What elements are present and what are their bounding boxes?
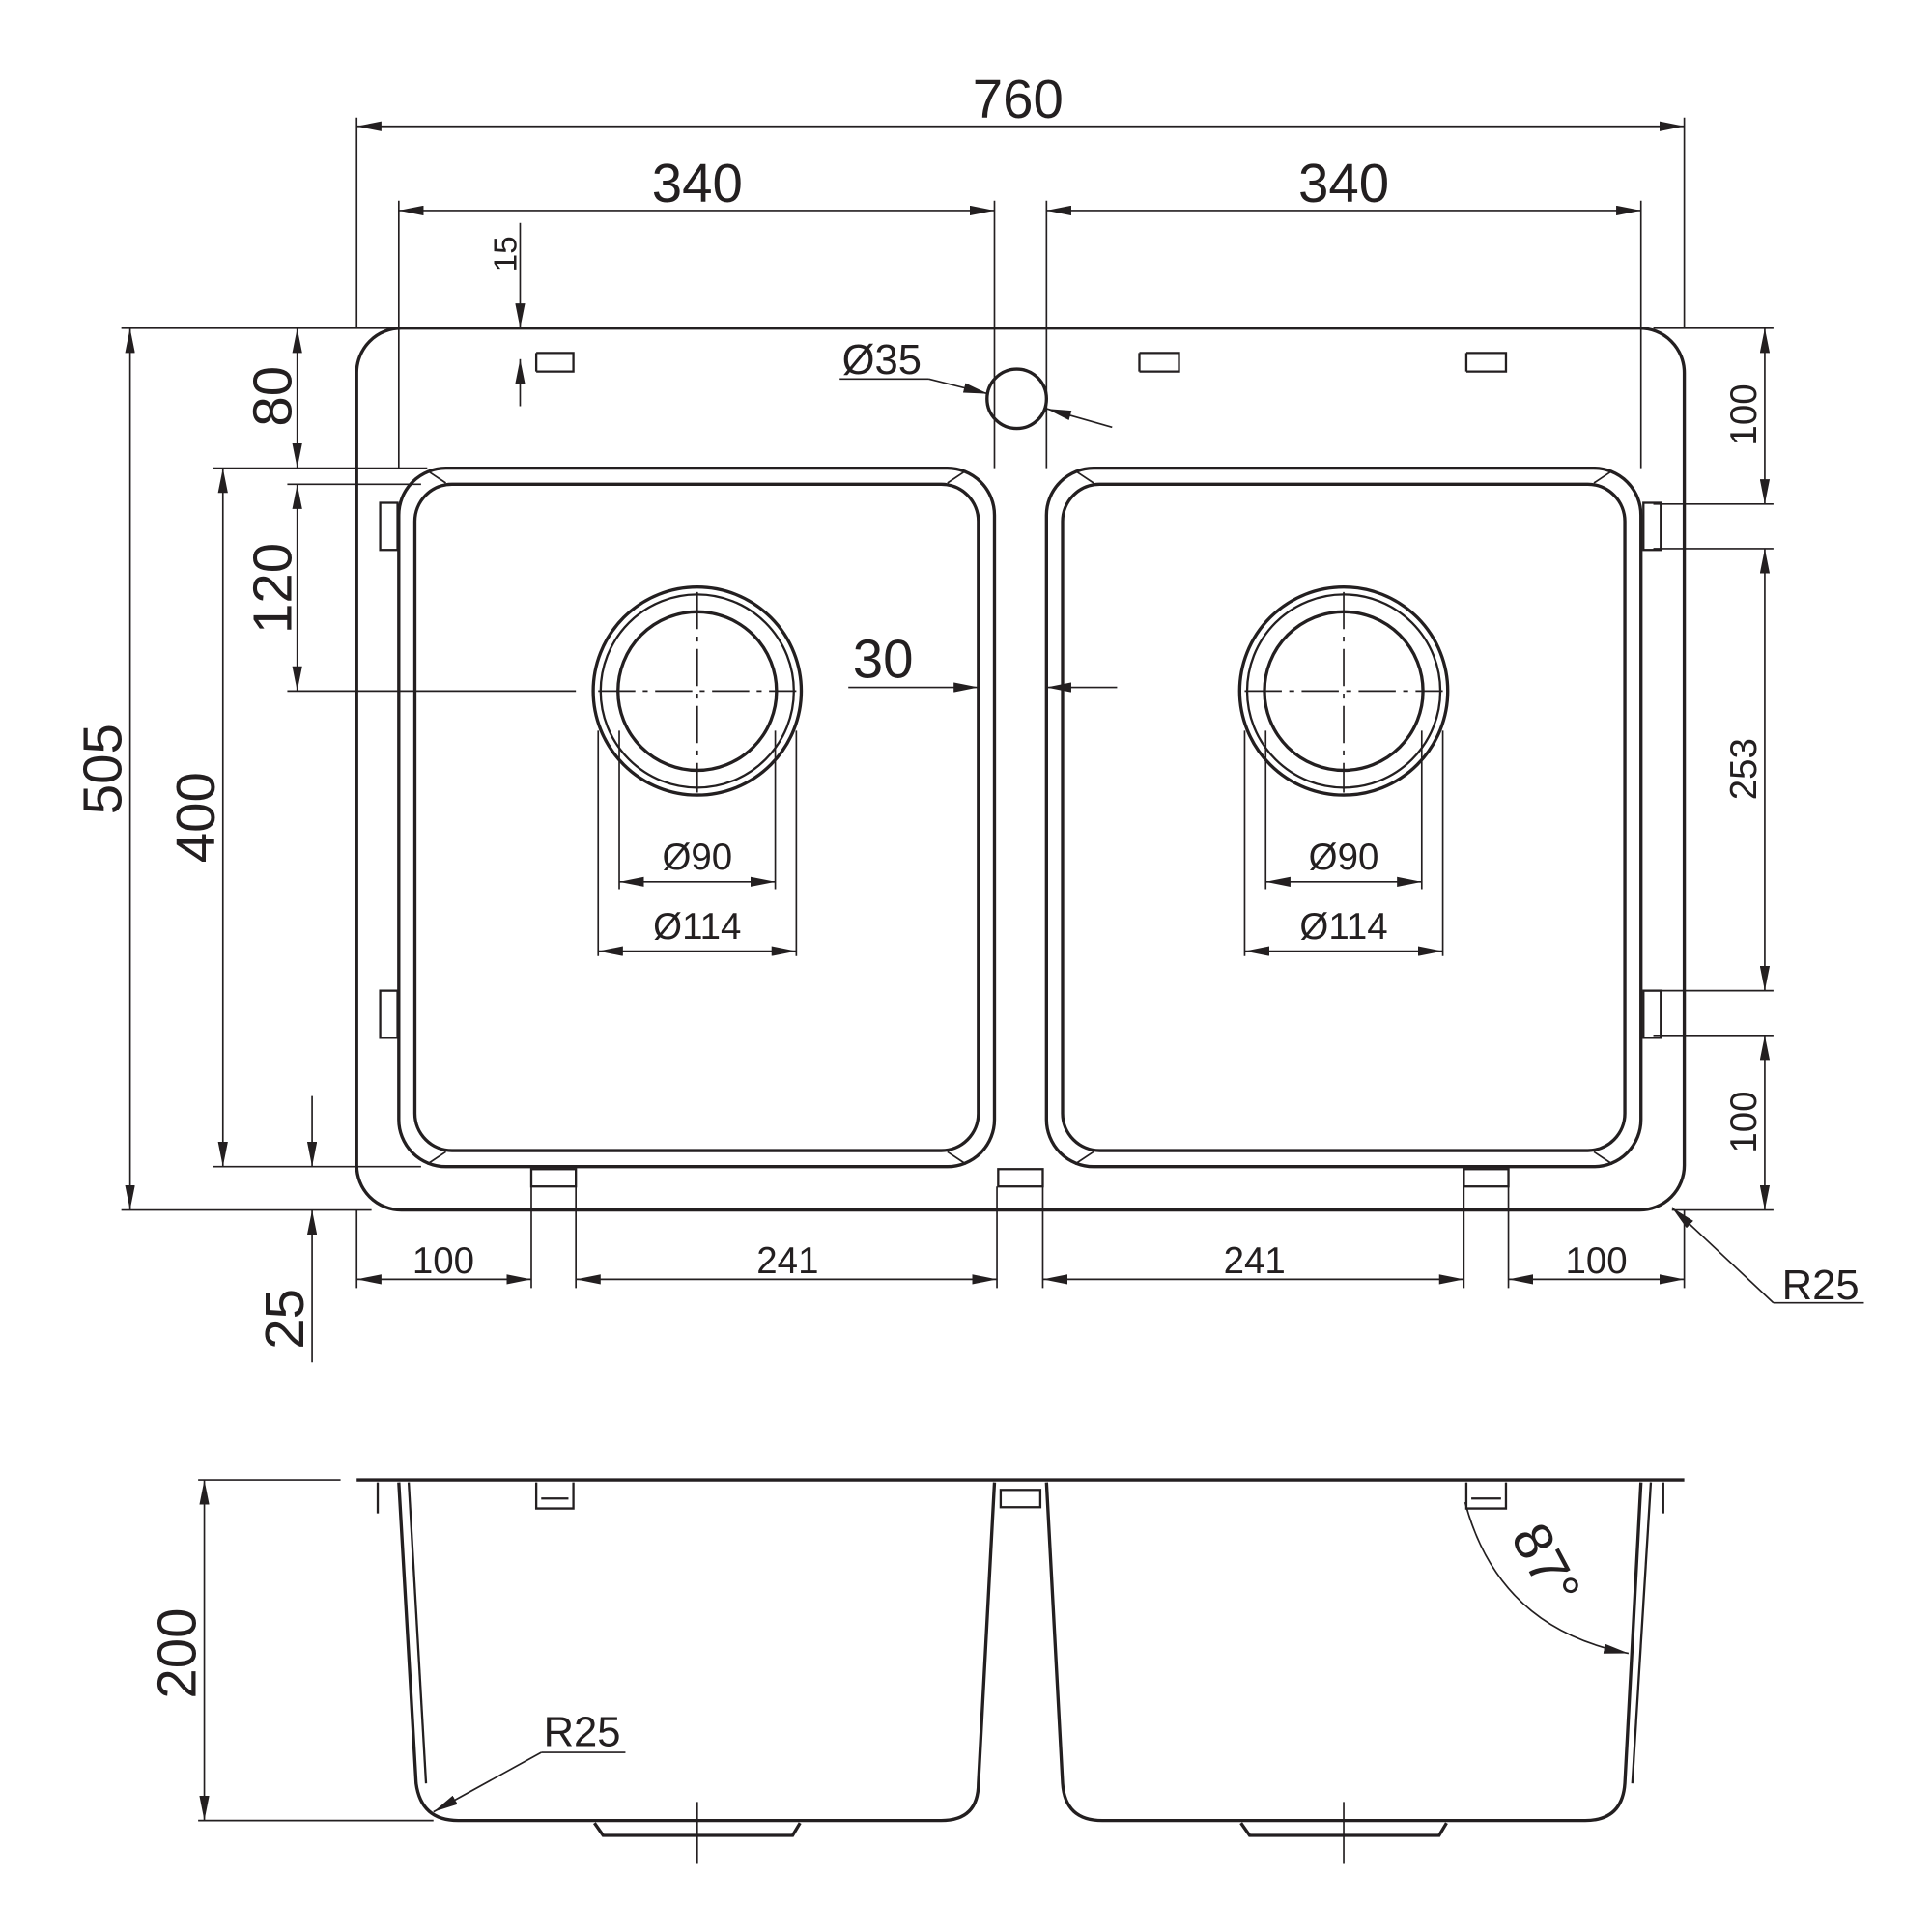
- drain-outer-right: [1237, 585, 1450, 797]
- clip: [529, 1168, 578, 1188]
- dim-right-top: 100: [1723, 384, 1765, 445]
- dim-overall-width: 760: [973, 69, 1064, 129]
- clip: [1642, 989, 1662, 1039]
- dim-clip-offset: 15: [489, 236, 525, 271]
- dim-bottom-right: 100: [1565, 1240, 1627, 1282]
- drain-inner-right: [1263, 610, 1425, 773]
- dim-rim-front: 80: [242, 366, 302, 427]
- clip: [1138, 352, 1180, 373]
- dim-rim-back: 25: [254, 1289, 315, 1350]
- dim-tap-hole: Ø35: [842, 337, 922, 384]
- dim-drain-outer-right: Ø114: [1299, 906, 1387, 948]
- dim-bowl-width-left: 340: [652, 153, 743, 213]
- side-view: 200 R25 87°: [147, 1478, 1685, 1864]
- dim-bottom-radius: R25: [544, 1710, 621, 1756]
- dim-bowl-length: 400: [165, 772, 226, 863]
- clip: [379, 989, 399, 1039]
- dim-divider: 30: [853, 628, 914, 689]
- dim-corner-radius: R25: [1782, 1263, 1860, 1309]
- sink-outline: [355, 327, 1687, 1212]
- dim-wall-angle: 87°: [1500, 1514, 1593, 1615]
- drain-inner-left: [616, 610, 779, 773]
- clip: [1464, 352, 1508, 373]
- dim-overall-depth: 505: [72, 724, 133, 814]
- right-bowl: [1044, 466, 1643, 1169]
- drain-outer-left: [591, 585, 804, 797]
- top-view: 760 340 340 15 Ø35 505 400 80 120 25 30 …: [72, 69, 1864, 1363]
- mounting-clips: [379, 352, 1662, 1188]
- side-clips: [534, 1482, 1508, 1510]
- dim-right-bottom: 100: [1723, 1091, 1765, 1152]
- dim-bottom-left: 100: [412, 1240, 474, 1282]
- dim-drain-inner-right: Ø90: [1309, 837, 1379, 878]
- dim-drain-inner-left: Ø90: [662, 837, 732, 878]
- tap-hole: [985, 367, 1048, 431]
- left-bowl-profile: [397, 1482, 997, 1823]
- dim-bowl-width-right: 340: [1298, 153, 1389, 213]
- clip: [1463, 1168, 1510, 1188]
- left-bowl: [397, 466, 997, 1169]
- dim-drain-outer-left: Ø114: [653, 906, 741, 948]
- dim-right-mid: 253: [1723, 738, 1765, 800]
- clip: [997, 1168, 1044, 1188]
- dim-bottom-mid-right: 241: [1224, 1240, 1286, 1282]
- dim-depth: 200: [147, 1607, 208, 1698]
- clip: [1642, 501, 1662, 552]
- dim-drain-offset: 120: [242, 543, 302, 634]
- dim-bottom-mid-left: 241: [756, 1240, 818, 1282]
- clip: [379, 501, 399, 552]
- clip: [534, 352, 575, 373]
